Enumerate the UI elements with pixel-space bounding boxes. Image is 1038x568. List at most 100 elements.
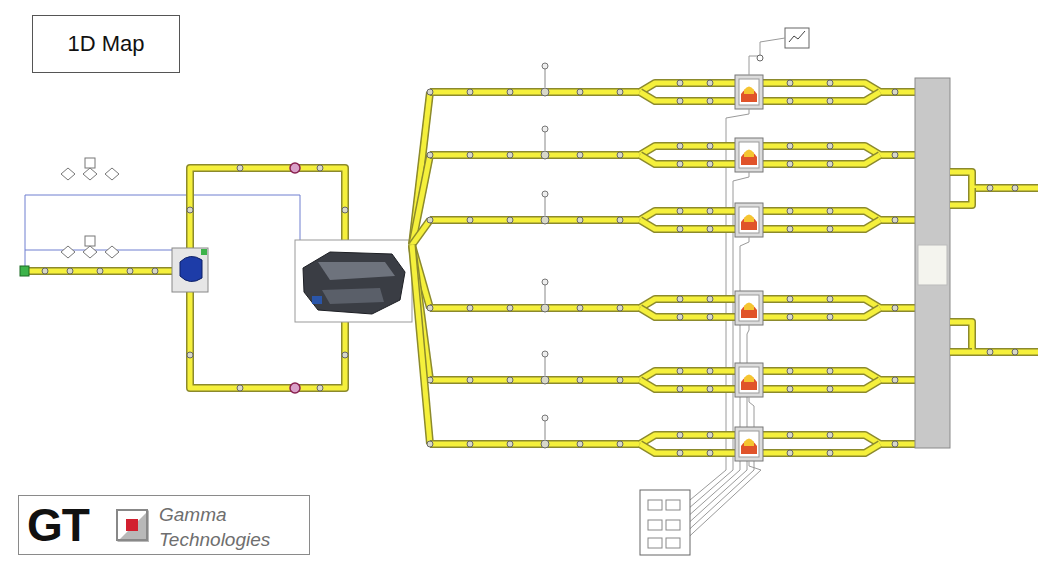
controller-symbol	[83, 168, 97, 180]
pipe	[950, 188, 972, 205]
pipe-outline	[763, 92, 880, 101]
signal-wire	[25, 195, 26, 268]
pipe-junction	[892, 217, 898, 223]
pipe	[190, 168, 345, 248]
controller-part	[666, 520, 680, 530]
controller-symbol	[83, 246, 97, 258]
pipe-junction	[427, 441, 433, 447]
pipe-junction	[617, 152, 623, 158]
pipe-junction	[617, 441, 623, 447]
controller-part	[666, 538, 680, 548]
pipe	[25, 269, 175, 274]
pipe-junction	[787, 98, 793, 104]
pipe-junction	[677, 368, 683, 374]
pipe-junction	[342, 207, 348, 213]
pipe	[640, 308, 735, 317]
pipe-junction	[677, 80, 683, 86]
cylinder-inner	[739, 431, 759, 457]
pipe	[640, 155, 735, 164]
pipe	[430, 442, 640, 447]
signal-wire	[25, 250, 172, 251]
pipe-junction	[42, 268, 48, 274]
pipe-outline	[640, 146, 735, 155]
logo-mark: GT	[27, 498, 89, 552]
pipe-junction	[467, 152, 473, 158]
injector-port	[541, 151, 549, 159]
pipe	[640, 146, 735, 155]
injector-line	[545, 356, 546, 375]
pipe-junction	[677, 314, 683, 320]
injector-symbol	[542, 279, 548, 285]
pipe-junction	[787, 208, 793, 214]
injector-symbol	[542, 191, 548, 197]
cylinder-box	[735, 363, 763, 397]
pipe-junction	[827, 450, 833, 456]
pipe	[640, 299, 735, 308]
pipe-junction	[342, 352, 348, 358]
pipe-junction	[787, 296, 793, 302]
pipe-junction	[892, 377, 898, 383]
pipe	[430, 90, 640, 95]
compressor-icon	[180, 256, 202, 281]
pipe-outline	[430, 88, 640, 96]
pipe	[640, 371, 735, 380]
pipe-junction	[677, 226, 683, 232]
pipe	[412, 220, 430, 245]
pipe-junction	[787, 80, 793, 86]
title-text: 1D Map	[67, 31, 144, 57]
pipe-outline	[640, 444, 735, 453]
injector-port	[541, 376, 549, 384]
company-name: Gamma Technologies	[159, 502, 294, 552]
injector-symbol	[542, 351, 548, 357]
pipe-junction	[1012, 349, 1018, 355]
cylinder-box	[735, 203, 763, 237]
pipe-junction	[827, 226, 833, 232]
pipe-junction	[467, 217, 473, 223]
pipe-junction	[152, 268, 158, 274]
pipe-outline	[640, 299, 735, 308]
pipe	[640, 92, 735, 101]
pipe-junction	[677, 386, 683, 392]
pipe-outline	[763, 220, 880, 229]
pipe-junction	[317, 165, 323, 171]
signal-wire	[680, 461, 761, 545]
logo-icon-frame	[117, 510, 147, 540]
pipe	[640, 83, 735, 92]
pipe	[763, 444, 880, 453]
pipe-junction	[827, 368, 833, 374]
pipe-junction	[827, 432, 833, 438]
cylinder-inner	[739, 79, 759, 105]
pipe-outline	[950, 348, 972, 356]
pipe-junction	[507, 441, 513, 447]
pipe-outline	[430, 151, 640, 159]
pipe	[763, 155, 880, 164]
pipe	[950, 172, 1038, 188]
pipe-outline	[763, 444, 880, 453]
pipe	[430, 378, 640, 383]
engine-image	[318, 262, 395, 280]
pipe-junction	[827, 386, 833, 392]
pipe	[763, 92, 880, 101]
pipe	[640, 444, 735, 453]
pipe-outline	[640, 83, 735, 92]
pipe	[430, 218, 640, 223]
pipe	[640, 220, 735, 229]
throttle-symbol	[290, 163, 300, 173]
pipe-outline	[640, 435, 735, 444]
pipe	[412, 245, 430, 444]
pipe-junction	[787, 314, 793, 320]
combustion-icon	[744, 303, 754, 311]
signal-wire	[25, 195, 300, 245]
controller-symbol	[105, 246, 119, 258]
pipe-junction	[427, 152, 433, 158]
engine-image	[322, 288, 384, 304]
pipe-junction	[677, 161, 683, 167]
pipe-junction	[707, 450, 713, 456]
pipe-junction	[707, 143, 713, 149]
pipe-junction	[707, 432, 713, 438]
injector-symbol	[542, 126, 548, 132]
pipe-junction	[507, 152, 513, 158]
status-mark	[201, 249, 207, 255]
pipe	[763, 220, 880, 229]
pipe-junction	[617, 305, 623, 311]
